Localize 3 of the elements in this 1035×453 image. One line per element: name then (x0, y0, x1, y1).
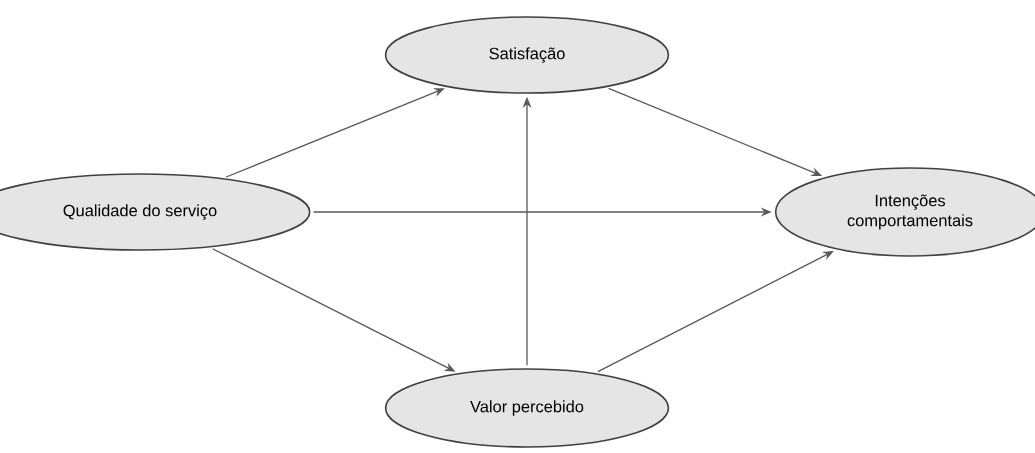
ellipse-node: Intenções comportamentais (774, 167, 1035, 257)
ellipse-node: Satisfação (384, 16, 670, 94)
ellipse-node: Valor percebido (384, 368, 670, 448)
